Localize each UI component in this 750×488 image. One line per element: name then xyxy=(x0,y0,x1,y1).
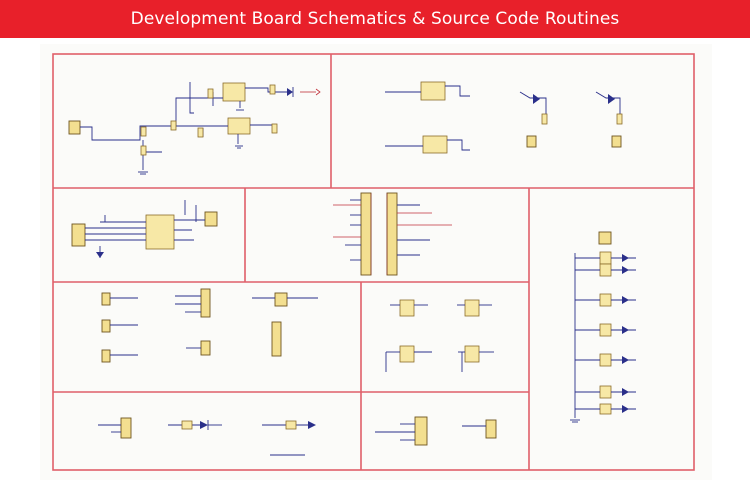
ground-symbol-icon xyxy=(570,419,580,423)
panel-mcu xyxy=(71,200,218,258)
pin-header-icon xyxy=(526,135,537,148)
button-switch xyxy=(101,319,111,333)
diode-triangle-icon xyxy=(96,252,104,258)
button-switch xyxy=(101,292,111,306)
pin-header-icon xyxy=(611,135,622,148)
panel-power-supply xyxy=(68,82,321,175)
wire xyxy=(80,126,108,141)
panel-led-array xyxy=(570,231,636,423)
panel-bottom-left xyxy=(98,417,316,456)
capacitor xyxy=(269,84,276,95)
arrow-icon xyxy=(315,88,321,96)
diode-triangle-icon xyxy=(308,421,316,429)
capacitor xyxy=(197,127,204,138)
led-channel xyxy=(575,353,636,367)
ground-symbol-icon xyxy=(138,171,148,175)
sensor-ic xyxy=(399,299,415,317)
panel-bottom-middle xyxy=(375,416,497,446)
capacitor xyxy=(271,123,278,134)
pin-header-icon xyxy=(485,419,497,439)
usb-connector-icon xyxy=(68,120,81,135)
pin-header-icon xyxy=(271,321,282,357)
led-channel xyxy=(575,251,636,265)
pin-header-icon xyxy=(414,416,428,446)
regulator-ic-2 xyxy=(227,117,251,135)
wire xyxy=(245,87,290,93)
sensor-ic xyxy=(399,345,415,363)
wire xyxy=(108,125,176,141)
header-banner: Development Board Schematics & Source Co… xyxy=(0,0,750,38)
pin-header-icon xyxy=(200,340,211,356)
resistor xyxy=(541,113,548,125)
led-channel xyxy=(575,263,636,277)
crystal-header xyxy=(204,211,218,227)
programming-header xyxy=(71,223,86,247)
panel-opamp-led xyxy=(385,81,623,154)
opamp-ic-2 xyxy=(422,135,448,154)
panel-headers xyxy=(333,192,452,276)
resistor xyxy=(616,113,623,125)
diode-triangle-icon xyxy=(608,94,615,104)
regulator-ic-1 xyxy=(222,82,246,102)
wire xyxy=(445,85,470,97)
ground-symbol-icon xyxy=(235,145,243,149)
diode-triangle-icon xyxy=(200,421,208,429)
sensor-ic xyxy=(464,345,480,363)
resistor xyxy=(170,120,177,131)
page-title: Development Board Schematics & Source Co… xyxy=(130,9,620,29)
pin-header-icon xyxy=(274,292,288,307)
pin-header-left xyxy=(360,192,372,276)
wire xyxy=(447,139,470,151)
panel-small-ics xyxy=(385,299,494,372)
resistor xyxy=(181,420,193,430)
led-channel xyxy=(575,293,636,307)
opamp-ic-1 xyxy=(420,81,446,101)
pin-header-right xyxy=(386,192,398,276)
led-channel xyxy=(575,385,636,399)
pin-header-icon xyxy=(120,417,132,439)
diode-triangle-icon xyxy=(533,94,540,104)
button-switch xyxy=(101,349,111,363)
panel-buttons xyxy=(101,288,318,363)
pin-header-icon xyxy=(200,288,211,318)
sensor-ic xyxy=(464,299,480,317)
wire xyxy=(189,82,194,114)
resistor xyxy=(285,420,297,430)
pin-header-icon xyxy=(598,231,612,245)
capacitor xyxy=(207,88,214,99)
outer-border xyxy=(52,53,695,471)
diode-triangle-icon xyxy=(287,88,293,96)
wire xyxy=(175,97,223,126)
led-channel xyxy=(575,403,636,415)
resistor xyxy=(140,126,147,137)
schematic-frame xyxy=(52,53,695,471)
led-channel xyxy=(575,323,636,337)
resistor xyxy=(140,145,147,156)
mcu-ic xyxy=(145,214,175,250)
